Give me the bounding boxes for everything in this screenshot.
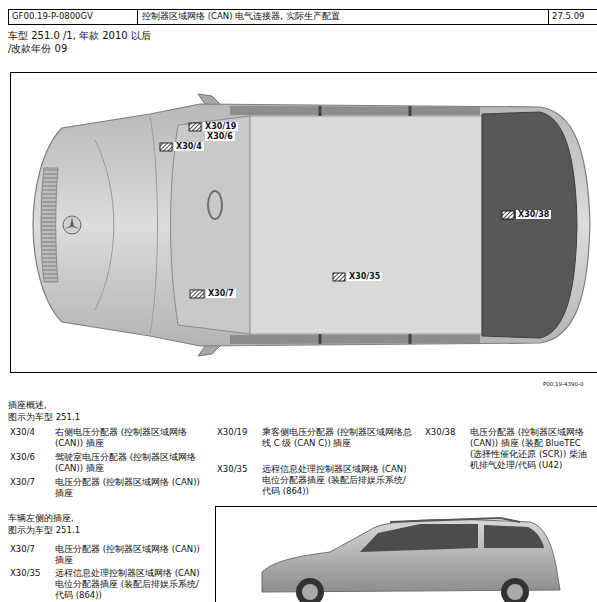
item-description: 电压分配器 (控制器区域网络 (CAN)) 插座 (55, 544, 205, 566)
car-top-view (33, 94, 590, 356)
item-description: 远程信息处理控制器区域网络 (CAN) 电位分配器插座 (装配后排娱乐系统/代码… (262, 464, 414, 497)
item-code: X30/35 (10, 568, 40, 579)
item-code: X30/6 (10, 452, 35, 463)
car-side-view (262, 518, 560, 602)
item-code: X30/38 (425, 427, 455, 438)
callout-label: X30/35 (347, 272, 382, 281)
model-note: /改款年份 09 (8, 42, 67, 55)
model-note: 车型 251.0 /1, 年款 2010 以后 (8, 29, 151, 42)
section-heading: 车辆左侧的插座, (8, 513, 74, 524)
figure-frame (216, 507, 597, 602)
document-title: 控制器区域网络 (CAN) 电气连接器, 实际生产配置 (142, 11, 340, 22)
document-date: 27.5.09 (552, 11, 584, 22)
figure-frame (11, 73, 597, 373)
item-code: X30/4 (10, 427, 35, 438)
item-description: 电压分配器 (控制器区域网络 (CAN)) 插座 (55, 477, 207, 499)
section-heading: 图示为车型 251.1 (8, 412, 80, 423)
item-code: X30/7 (10, 477, 35, 488)
callout-label: X30/4 (174, 142, 204, 151)
callout-label: X30/19 (203, 122, 238, 131)
section-heading: 图示为车型 251.1 (8, 525, 80, 536)
item-code: X30/35 (217, 464, 247, 475)
item-description: 驾驶室电压分配器 (控制器区域网络 (CAN)) 插座 (55, 452, 207, 474)
callout-label: X30/6 (205, 132, 235, 141)
callout-label: X30/38 (516, 210, 551, 219)
item-description: 右侧电压分配器 (控制器区域网络 (CAN)) 插座 (55, 427, 207, 449)
item-code: X30/7 (10, 544, 35, 555)
item-code: X30/19 (217, 427, 247, 438)
item-description: 电压分配器 (控制器区域网络 (CAN)) 插座 (装配 BlueTEC (选择… (470, 427, 594, 471)
figure-number: P00.19-4390-0 (543, 381, 584, 388)
connector-marker (160, 123, 514, 298)
item-description: 乘客侧电压分配器 (控制器区域网络总线 C 级 (CAN C)) 插座 (262, 427, 414, 449)
section-heading: 插座概述, (8, 400, 47, 411)
item-description: 远程信息处理控制器区域网络 (CAN) 电位分配器插座 (装配后排娱乐系统/代码… (55, 568, 205, 601)
header-table (9, 10, 597, 25)
document-id: GF00.19-P-0800GV (12, 11, 93, 22)
callout-label: X30/7 (206, 289, 236, 298)
